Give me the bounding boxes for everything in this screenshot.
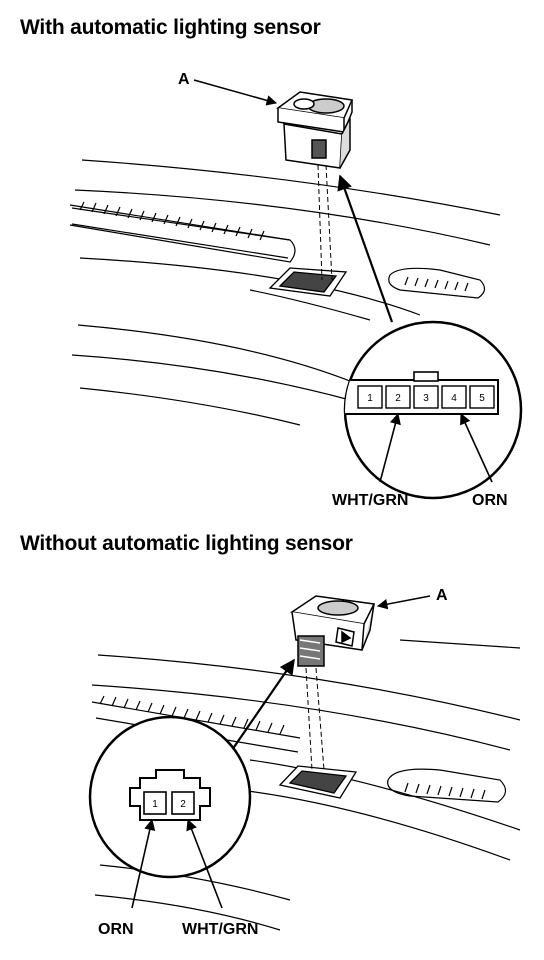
connector-2pin-numbers: 1 2 xyxy=(152,799,186,810)
wire-arrow-orn-bottom xyxy=(131,818,156,909)
dashboard-outline-bottom xyxy=(91,639,521,931)
pin-2: 2 xyxy=(395,393,401,404)
connector-pointer-bottom xyxy=(231,658,295,751)
wire-label-orn-bottom: ORN xyxy=(98,921,134,938)
pin-1: 1 xyxy=(367,393,373,404)
defroster-vent-top xyxy=(71,201,291,259)
callout-a-top-leader xyxy=(193,79,278,106)
sensor-harness-top xyxy=(317,164,333,281)
sensor-unit-a-bottom xyxy=(290,595,376,667)
sensor-unit-a-top xyxy=(276,91,354,169)
wire-label-wht-grn-bottom: WHT/GRN xyxy=(182,921,258,938)
sensor-harness-bottom xyxy=(305,667,325,771)
defroster-vent-bottom xyxy=(91,695,301,753)
callout-a-bottom-leader xyxy=(376,595,431,610)
pin-3: 3 xyxy=(423,393,429,404)
wire-arrow-wht-grn-top xyxy=(379,412,401,483)
connector-pointer-top xyxy=(337,174,394,323)
wire-label-wht-grn-top: WHT/GRN xyxy=(332,492,408,509)
side-vent-bottom xyxy=(387,768,507,803)
connector-2pin xyxy=(129,769,211,821)
connector-5pin-numbers: 1 2 3 4 5 xyxy=(367,393,485,404)
sensor-mount-hole-bottom xyxy=(278,765,358,799)
wire-label-orn-top: ORN xyxy=(472,492,508,509)
pin-1-bottom: 1 xyxy=(152,799,158,810)
sensor-mount-hole-top xyxy=(268,267,348,297)
pin-4: 4 xyxy=(451,393,457,404)
side-vent-top xyxy=(388,267,486,299)
pin-5: 5 xyxy=(479,393,485,404)
callout-a-bottom: A xyxy=(436,587,448,604)
wire-arrow-wht-grn-bottom xyxy=(186,818,223,909)
pin-2-bottom: 2 xyxy=(180,799,186,810)
callout-a-top: A xyxy=(178,71,190,88)
connector-5pin xyxy=(345,371,499,415)
section-title-without-sensor: Without automatic lighting sensor xyxy=(20,532,353,555)
section-title-with-sensor: With automatic lighting sensor xyxy=(20,16,321,39)
wire-arrow-orn-top xyxy=(460,412,493,483)
